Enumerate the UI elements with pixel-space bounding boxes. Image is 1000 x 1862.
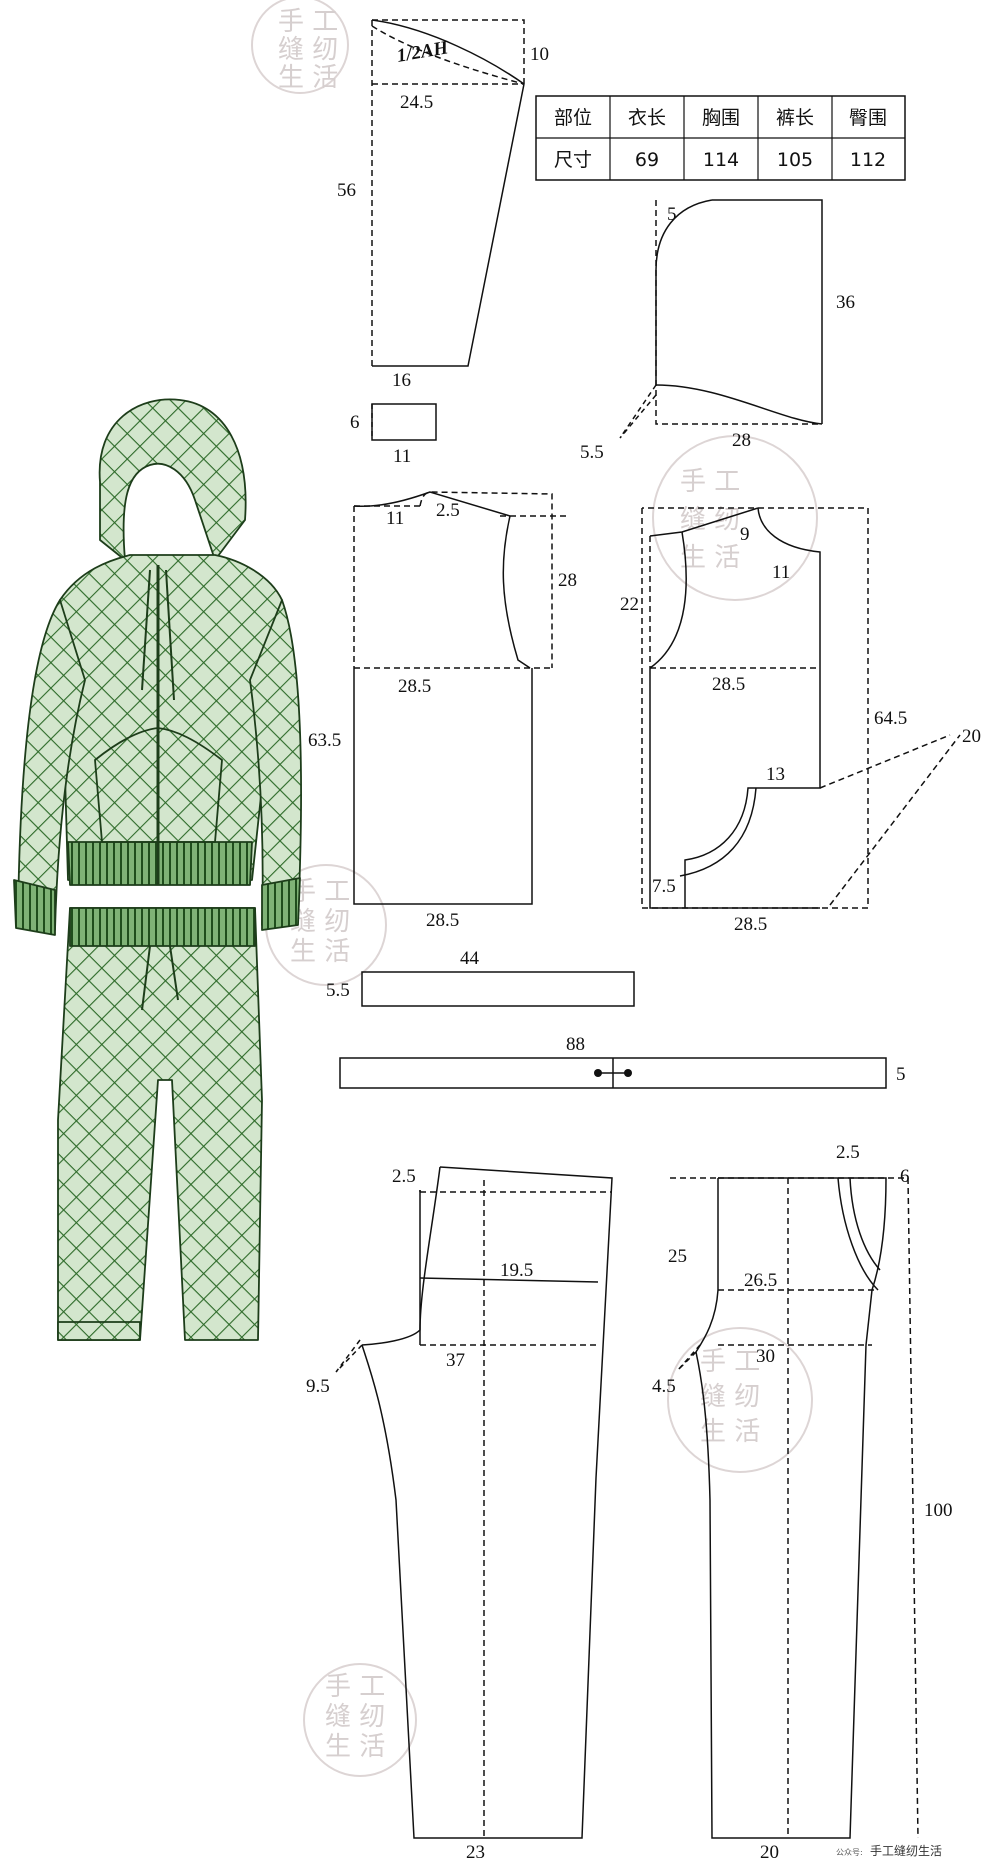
cuff-width-label: 11 [393, 446, 411, 467]
back-pants-crotch-ext-label: 9.5 [306, 1376, 330, 1397]
back-length-label: 63.5 [308, 730, 341, 751]
table-cell-0: 尺寸 [554, 149, 592, 171]
front-bodice-pattern [641, 507, 961, 909]
front-chest-label: 28.5 [712, 674, 745, 695]
table-cell-3: 105 [777, 149, 813, 171]
waistband-height-label: 5 [896, 1064, 906, 1085]
svg-text:缝 纫: 缝 纫 [278, 35, 338, 65]
eyelet-left [594, 1069, 602, 1077]
sleeve-length-label: 56 [337, 180, 356, 201]
hem-band-height-label: 5.5 [326, 980, 350, 1001]
hood-shape [98, 398, 247, 561]
hood-pattern [619, 199, 823, 439]
front-pants-length-label: 100 [924, 1500, 953, 1521]
sleeve-pattern [371, 19, 525, 367]
pants-shape [57, 907, 263, 1341]
svg-text:手 工: 手 工 [278, 7, 338, 37]
right-cuff [261, 877, 301, 931]
back-chest-label: 28.5 [398, 676, 431, 697]
drawstrings [141, 569, 175, 701]
front-neck-width-label: 11 [772, 562, 790, 583]
sleeve-cuff-width-label: 16 [392, 370, 411, 391]
sleeve-cap-height-label: 10 [530, 44, 549, 65]
kangaroo-pocket [94, 727, 223, 843]
front-pocket-offset-label: 20 [962, 726, 981, 747]
hem-band-pattern [361, 971, 635, 1007]
hood-width-label: 28 [732, 430, 751, 451]
jacket-body [59, 554, 283, 881]
svg-text:手 工: 手 工 [700, 1347, 760, 1377]
front-pants-pattern [670, 1177, 919, 1839]
svg-text:缝 纫: 缝 纫 [325, 1702, 385, 1732]
hem-band-length-label: 44 [460, 948, 480, 969]
front-pants-hem-label: 20 [760, 1842, 779, 1862]
svg-text:公众号:: 公众号: [836, 1848, 863, 1857]
front-pocket-side-label: 7.5 [652, 876, 676, 897]
front-pants-hip-label: 26.5 [744, 1270, 777, 1291]
back-neck-width-label: 11 [386, 508, 404, 529]
table-header-0: 部位 [554, 107, 592, 129]
svg-text:生 活: 生 活 [680, 543, 740, 573]
back-pants-pattern [335, 1166, 613, 1839]
back-armhole-depth-label: 28 [558, 570, 577, 591]
sleeve-width-label: 24.5 [400, 92, 433, 113]
table-header-3: 裤长 [776, 107, 814, 129]
front-shoulder-label: 22 [620, 594, 639, 615]
svg-text:生 活: 生 活 [278, 63, 338, 93]
tracksuit-illustration [13, 398, 302, 1341]
front-pocket-width-label: 13 [766, 764, 785, 785]
svg-text:生 活: 生 活 [290, 937, 350, 967]
back-pants-waist-rise-label: 2.5 [392, 1166, 416, 1187]
hood-curve-label: 5 [667, 204, 677, 225]
jacket-hem-band [67, 841, 253, 886]
eyelet-right [624, 1069, 632, 1077]
sleeve-armhole-label: 1/2AH [395, 37, 451, 67]
table-header-2: 胸围 [702, 107, 740, 129]
front-pants-crotch-ext-label: 4.5 [652, 1376, 676, 1397]
cuff-pattern [371, 403, 437, 441]
pants-drawstrings [141, 945, 179, 1011]
front-neck-depth-label: 9 [740, 524, 750, 545]
svg-text:缝 纫: 缝 纫 [290, 907, 350, 937]
back-bodice-pattern [353, 491, 570, 905]
table-cell-1: 69 [635, 149, 659, 171]
front-pants-rise-label: 25 [668, 1246, 687, 1267]
front-pants-crotch-label: 30 [756, 1346, 775, 1367]
front-pants-waist-rise-label: 2.5 [836, 1142, 860, 1163]
svg-text:手 工: 手 工 [680, 467, 740, 497]
table-header-1: 衣长 [628, 107, 666, 129]
cuff-height-label: 6 [350, 412, 360, 433]
table-cell-4: 112 [850, 149, 886, 171]
pants-waistband [69, 907, 256, 947]
svg-text:生 活: 生 活 [325, 1732, 385, 1762]
watermark-stamp-top: 手 工 缝 纫 生 活 [251, 0, 349, 94]
back-pants-hip-label: 19.5 [500, 1260, 533, 1281]
back-neck-drop-label: 2.5 [436, 500, 460, 521]
pants-hem-left [57, 1321, 141, 1341]
back-hem-label: 28.5 [426, 910, 459, 931]
table-cell-2: 114 [703, 149, 739, 171]
svg-text:缝 纫: 缝 纫 [700, 1382, 760, 1412]
front-length-label: 64.5 [874, 708, 907, 729]
left-cuff [13, 879, 56, 936]
hood-neck-offset-label: 5.5 [580, 442, 604, 463]
svg-text:手 工: 手 工 [325, 1672, 385, 1702]
back-pants-crotch-label: 37 [446, 1350, 465, 1371]
hood-height-label: 36 [836, 292, 855, 313]
svg-text:手工缝纫生活: 手工缝纫生活 [870, 1843, 942, 1858]
table-header-4: 臀围 [849, 107, 887, 129]
watermark-stamp-hood: 手 工 缝 纫 生 活 [652, 435, 818, 601]
back-pants-hem-label: 23 [466, 1842, 485, 1862]
watermark-stamp-pants: 手 工 缝 纫 生 活 [667, 1327, 813, 1473]
watermark-stamp-bottom: 手 工 缝 纫 生 活 [303, 1663, 417, 1777]
front-hem-label: 28.5 [734, 914, 767, 935]
waistband-length-label: 88 [566, 1034, 585, 1055]
size-table: 部位 衣长 胸围 裤长 臀围 尺寸 69 114 105 112 [535, 95, 906, 181]
svg-text:生 活: 生 活 [700, 1417, 760, 1447]
footer-credit: 公众号: 手工缝纫生活 [836, 1843, 942, 1858]
front-pants-pocket-label: 6 [900, 1166, 910, 1187]
